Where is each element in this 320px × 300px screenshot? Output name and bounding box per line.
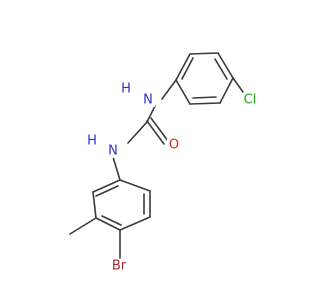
atom-cl: Cl xyxy=(238,93,262,108)
bond-methyl xyxy=(69,217,97,235)
atom-n-mid-label: N xyxy=(108,144,118,159)
atom-h-mid-label: H xyxy=(87,134,97,149)
atom-labels: H N H N O Cl Br xyxy=(86,82,262,274)
bond-ring1-a xyxy=(175,53,191,81)
bond-carbonyl-to-nh-mid xyxy=(127,121,148,144)
bond-ring1-f xyxy=(175,79,191,105)
bond-ring-to-cl xyxy=(232,77,244,93)
atom-nh-top: H xyxy=(120,82,132,97)
atom-cl-label: Cl xyxy=(244,93,257,108)
bond-ring1-c-inner xyxy=(214,58,228,80)
bond-carbonyl-o-2 xyxy=(150,117,169,142)
atom-br: Br xyxy=(107,259,131,274)
bonds xyxy=(69,52,244,259)
bond-ring1-c xyxy=(217,52,234,79)
atom-n-mid: N xyxy=(106,144,120,159)
bond-ring2-b xyxy=(92,191,97,219)
bond-ring1-e xyxy=(189,102,221,105)
atom-h-top-label: H xyxy=(121,82,131,97)
bond-ring2-c xyxy=(95,217,121,231)
bond-ring1-a-inner xyxy=(181,57,194,80)
atom-n-top: N xyxy=(141,93,155,108)
bond-ring2-a xyxy=(92,179,121,193)
bond-carbonyl-o-1 xyxy=(146,120,165,145)
bond-ring2-f xyxy=(119,179,151,192)
structure-canvas: H N H N O Cl Br xyxy=(69,52,262,274)
bond-ring1-e-inner xyxy=(192,96,217,99)
atom-nh-mid: H xyxy=(86,134,98,149)
atom-br-label: Br xyxy=(112,259,127,274)
bond-nh-top-to-carbonyl xyxy=(146,105,156,123)
bond-n-top-to-ring xyxy=(161,79,177,100)
bond-ring2-c-inner xyxy=(101,215,122,226)
bond-ring1-d xyxy=(219,77,234,104)
bond-ring2-a-inner xyxy=(95,185,119,197)
atom-o-label: O xyxy=(169,138,179,153)
atom-n-top-label: N xyxy=(143,93,153,108)
bond-ring2-d xyxy=(119,216,151,231)
bond-n-mid-to-ring xyxy=(112,156,121,181)
bond-ring1-b xyxy=(189,52,219,55)
atom-o: O xyxy=(167,138,181,153)
